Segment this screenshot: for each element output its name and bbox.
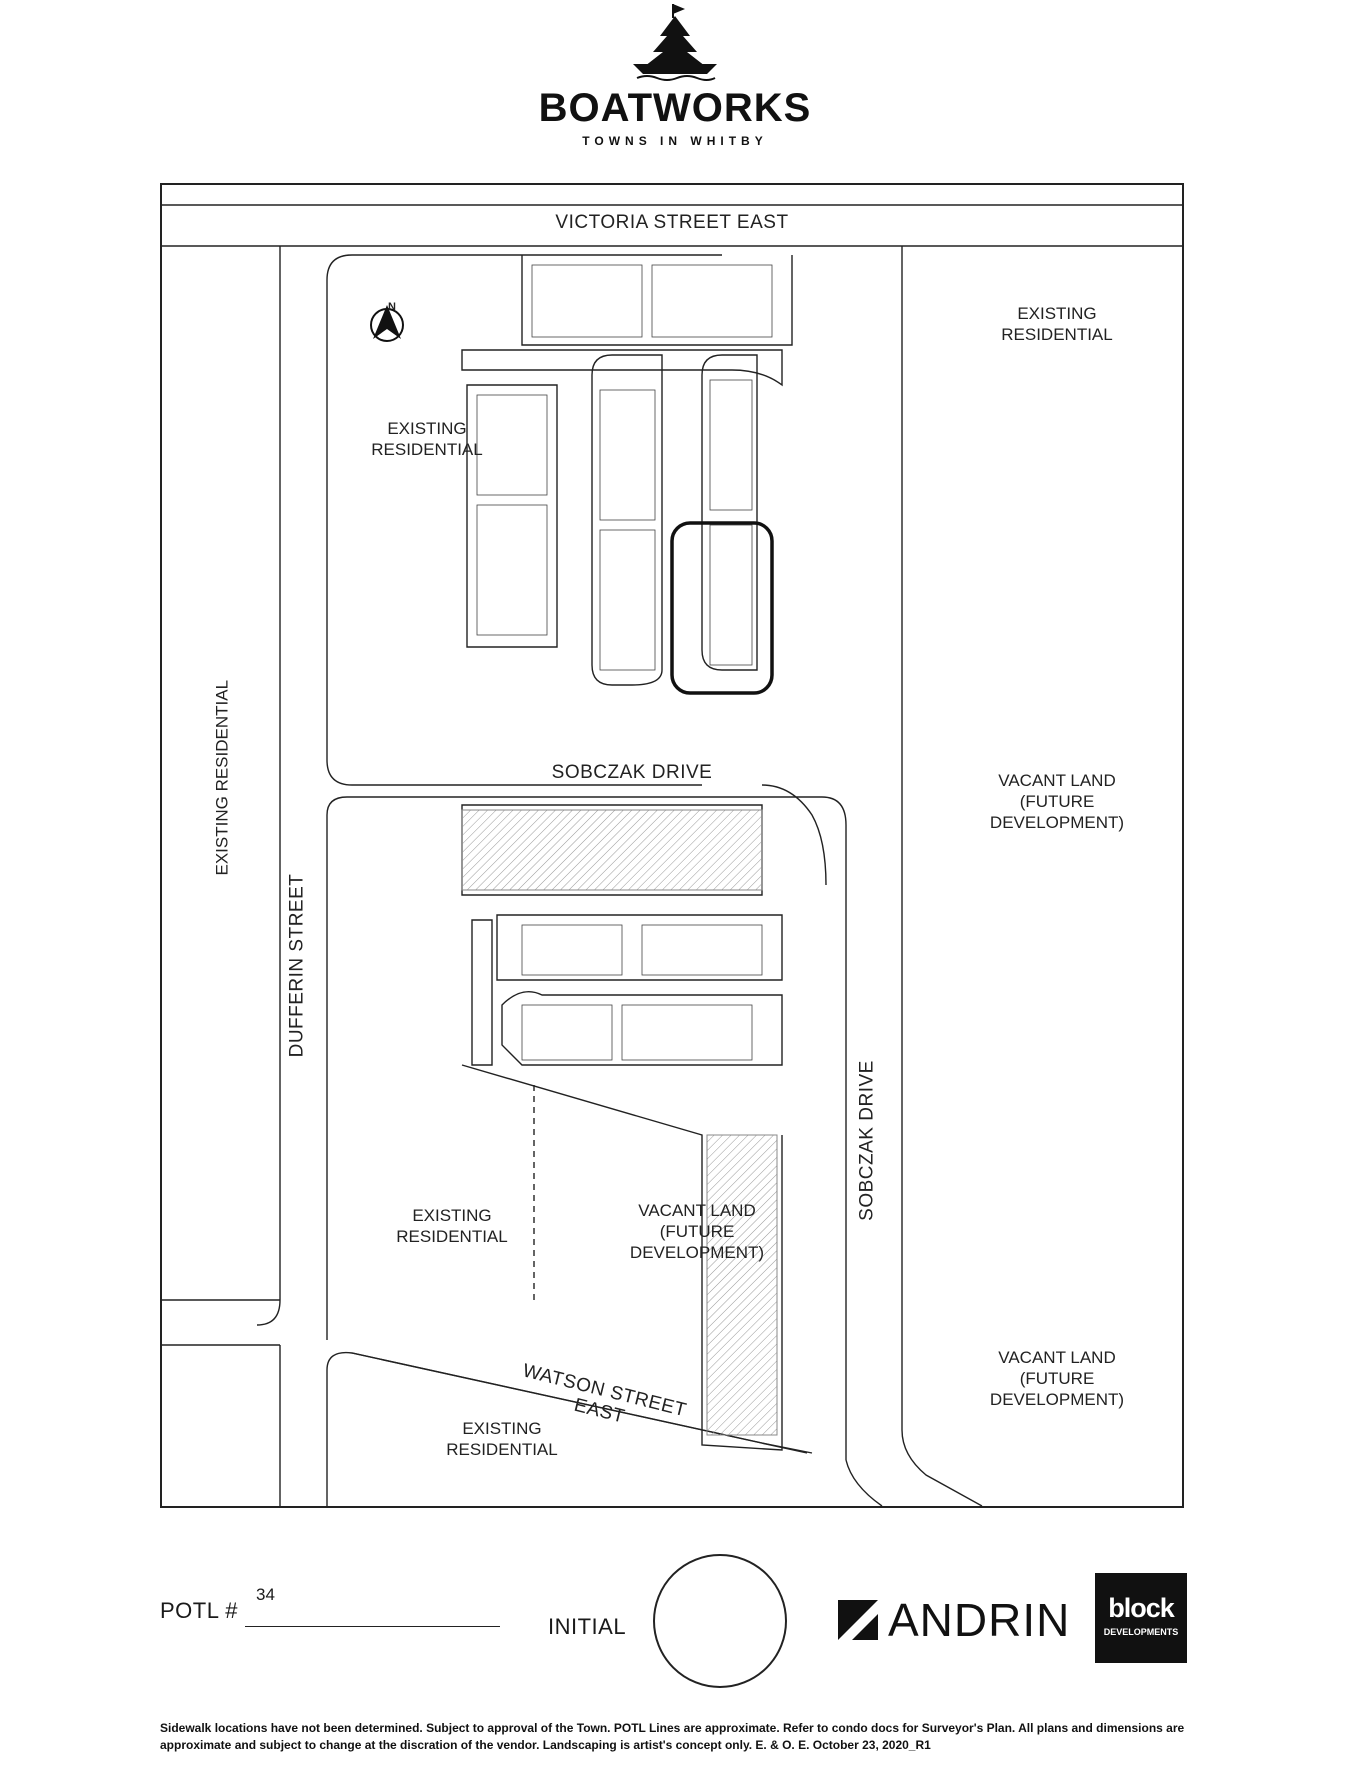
brand-tagline: TOWNS IN WHITBY bbox=[582, 134, 768, 148]
boat-icon bbox=[633, 4, 717, 81]
block-wordmark: block bbox=[1108, 1593, 1175, 1623]
site-plan-drawing bbox=[162, 204, 1182, 1506]
area-vacant-land-center: VACANT LAND (FUTURE DEVELOPMENT) bbox=[629, 1201, 765, 1262]
andrin-mark-icon bbox=[838, 1600, 878, 1640]
andrin-wordmark: ANDRIN bbox=[888, 1594, 1071, 1646]
andrin-logo: ANDRIN bbox=[838, 1594, 1071, 1646]
initial-label: INITIAL bbox=[548, 1614, 627, 1639]
street-dufferin: DUFFERIN STREET bbox=[286, 873, 308, 1058]
block-developments-logo: block DEVELOPMENTS bbox=[1095, 1573, 1187, 1663]
brand-name: BOATWORKS bbox=[538, 86, 812, 130]
north-arrow-icon bbox=[370, 305, 404, 342]
area-vacant-land-e2: VACANT LAND (FUTURE DEVELOPMENT) bbox=[989, 1348, 1125, 1409]
initial-circle bbox=[653, 1554, 787, 1688]
street-sobczak-vertical: SOBCZAK DRIVE bbox=[856, 1060, 878, 1221]
potl-number: 34 bbox=[256, 1585, 275, 1604]
north-arrow-label: N bbox=[388, 301, 396, 313]
street-sobczak-horizontal: SOBCZAK DRIVE bbox=[551, 762, 713, 783]
area-existing-residential-nw: EXISTING RESIDENTIAL bbox=[371, 419, 483, 459]
brand-logo: BOATWORKS TOWNS IN WHITBY bbox=[475, 0, 875, 160]
area-existing-residential-s: EXISTING RESIDENTIAL bbox=[446, 1419, 558, 1459]
block-subtitle: DEVELOPMENTS bbox=[1103, 1627, 1179, 1637]
potl-underline bbox=[245, 1626, 500, 1627]
potl-label: POTL # bbox=[160, 1598, 238, 1623]
area-vacant-land-e1: VACANT LAND (FUTURE DEVELOPMENT) bbox=[989, 771, 1125, 832]
area-existing-residential-sw: EXISTING RESIDENTIAL bbox=[396, 1206, 508, 1246]
site-plan-map: N VICTORIA STREET EAST DUFFERIN STREET S… bbox=[160, 183, 1184, 1508]
disclaimer-text: Sidewalk locations have not been determi… bbox=[160, 1721, 1185, 1752]
area-existing-residential-ne: EXISTING RESIDENTIAL bbox=[1001, 304, 1113, 344]
highlighted-unit-block bbox=[670, 521, 774, 695]
area-existing-residential-w: EXISTING RESIDENTIAL bbox=[212, 679, 232, 876]
street-victoria: VICTORIA STREET EAST bbox=[555, 212, 789, 233]
